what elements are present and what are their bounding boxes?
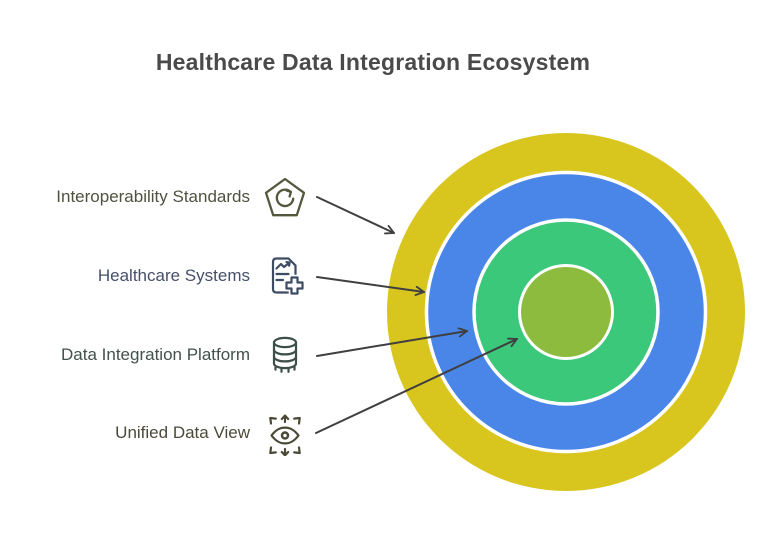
eye-expand-icon <box>269 414 301 456</box>
arrow-interoperability-standards <box>316 196 395 233</box>
legend-label: Healthcare Systems <box>97 266 250 285</box>
legend-item-unified-data-view: Unified Data View <box>0 405 308 461</box>
database-icon <box>272 336 298 373</box>
arrow-data-integration-platform <box>316 331 468 357</box>
legend-label: Unified Data View <box>115 423 250 442</box>
legend-item-interoperability-standards: Interoperability Standards <box>0 169 308 225</box>
ring-unified-data-view <box>518 264 614 360</box>
legend-item-data-integration-platform: Data Integration Platform <box>0 327 308 383</box>
legend-label: Data Integration Platform <box>61 345 250 364</box>
medical-report-plus-icon <box>271 257 306 297</box>
pentagon-refresh-icon <box>264 177 306 217</box>
arrow-unified-data-view <box>315 339 518 434</box>
legend-label: Interoperability Standards <box>56 187 250 206</box>
legend-item-healthcare-systems: Healthcare Systems <box>0 248 308 304</box>
arrow-healthcare-systems <box>316 276 425 292</box>
page-title: Healthcare Data Integration Ecosystem <box>155 49 591 75</box>
